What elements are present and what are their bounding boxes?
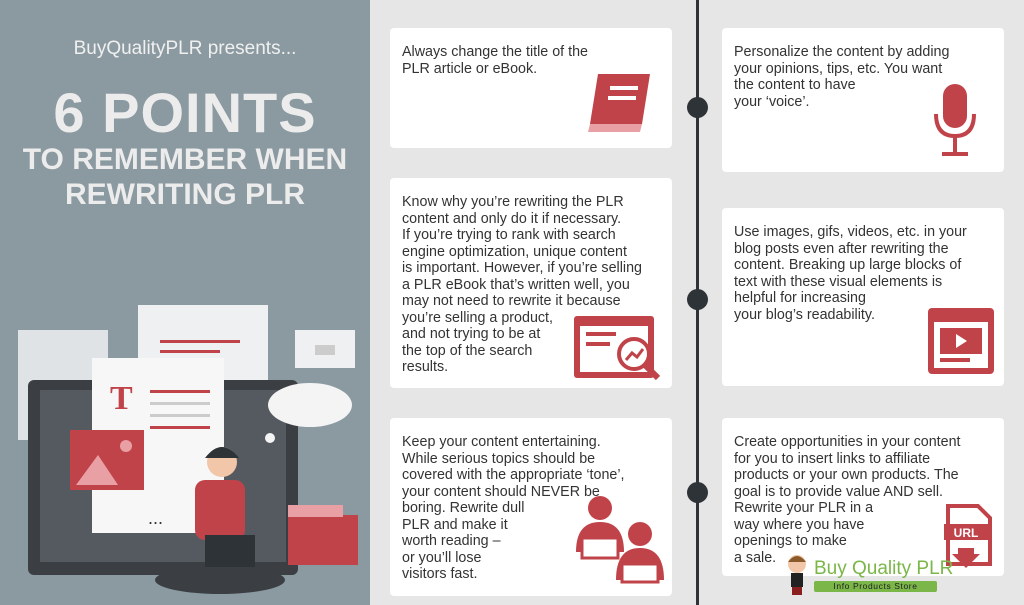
video-browser-icon xyxy=(928,308,994,374)
title-sub: TO REMEMBER WHEN REWRITING PLR xyxy=(22,143,348,211)
logo-name: Buy Quality PLR xyxy=(814,558,954,579)
document-ellipsis: ... xyxy=(148,508,164,528)
logo-tagline: Info Products Store xyxy=(814,581,937,592)
presents-text: BuyQualityPLR presents... xyxy=(73,38,297,59)
timeline-dot xyxy=(687,97,708,118)
seo-analytics-icon xyxy=(574,316,661,381)
point-text: Know why you’re rewriting the PLR conten… xyxy=(402,194,642,375)
people-laptops-icon xyxy=(576,496,664,584)
point-text: Always change the title of the PLR artic… xyxy=(402,44,588,77)
url-download-icon: URL xyxy=(944,504,992,568)
timeline-dot xyxy=(687,482,708,503)
point-text: Create opportunities in your content for… xyxy=(734,434,961,566)
workspace-illustration xyxy=(18,305,358,594)
point-card-3: Know why you’re rewriting the PLR conten… xyxy=(390,178,672,388)
point-text: Keep your content entertaining. While se… xyxy=(402,434,625,582)
title-main: 6 POINTS xyxy=(53,81,317,144)
document-letter: T xyxy=(110,380,133,417)
book-icon xyxy=(588,74,650,132)
mascot-icon xyxy=(788,555,806,595)
point-text: Use images, gifs, videos, etc. in your b… xyxy=(734,224,967,323)
svg-text:URL: URL xyxy=(954,526,979,540)
microphone-icon xyxy=(934,84,976,156)
title-panel: BuyQualityPLR presents... 6 POINTS TO RE… xyxy=(0,0,370,605)
point-text: Personalize the content by adding your o… xyxy=(734,44,950,110)
brand-logo: Buy Quality PLR Info Products Store xyxy=(784,555,953,602)
timeline-dot xyxy=(687,289,708,310)
